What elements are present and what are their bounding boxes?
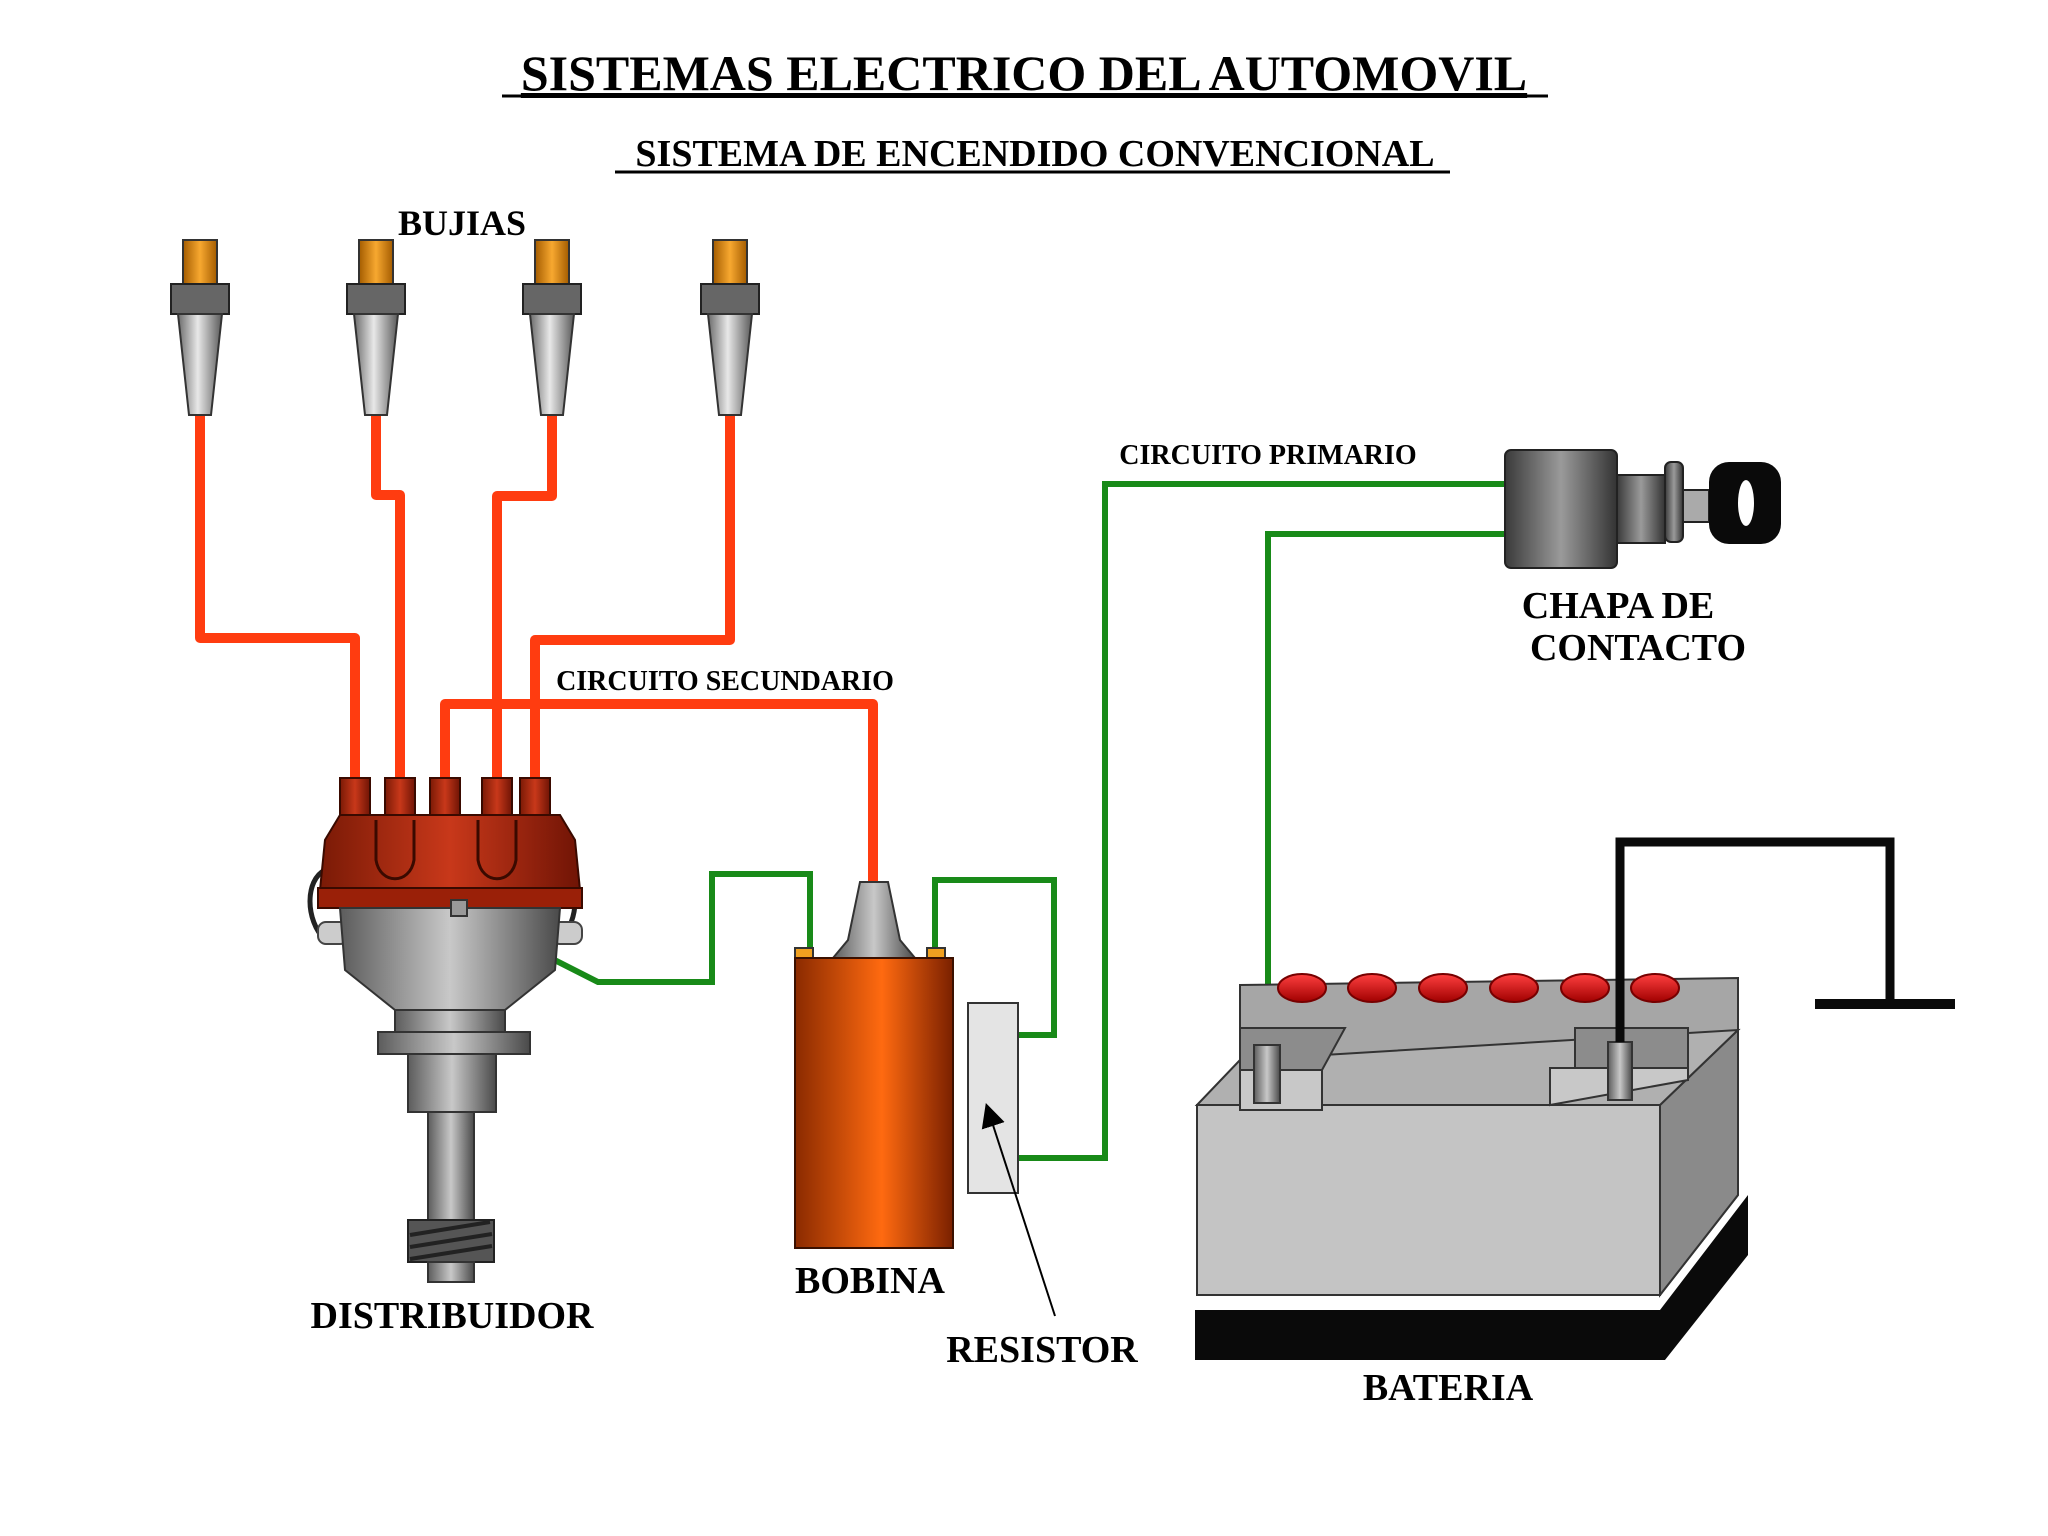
page-subtitle: SISTEMA DE ENCENDIDO CONVENCIONAL <box>635 133 1434 175</box>
label-resistor: RESISTOR <box>946 1329 1138 1371</box>
switch-to-battery-wire <box>1265 531 1505 1062</box>
plug-wire-1 <box>195 415 360 778</box>
distributor-icon <box>307 777 583 1283</box>
spark-plug-icon <box>170 239 230 416</box>
label-bujias: BUJIAS <box>398 203 526 243</box>
secondary-wires <box>195 415 878 882</box>
label-distribuidor: DISTRIBUIDOR <box>311 1295 595 1337</box>
battery-icon <box>1194 973 1748 1360</box>
page-title: SISTEMAS ELECTRICO DEL AUTOMOVIL <box>521 45 1527 101</box>
label-bateria: BATERIA <box>1363 1367 1534 1409</box>
resistor-icon <box>967 1002 1056 1317</box>
ignition-switch-icon <box>1504 449 1781 569</box>
label-chapa-de: CHAPA DE <box>1522 585 1714 627</box>
plug-wire-4 <box>530 415 735 778</box>
coil-to-resistor-wire <box>932 877 1057 1038</box>
plug-wire-2 <box>371 415 405 778</box>
spark-plug-icon <box>700 239 760 416</box>
primary-wires <box>458 481 1505 1161</box>
coil-high-tension-wire <box>440 699 878 882</box>
label-contacto: CONTACTO <box>1530 627 1746 669</box>
spark-plugs <box>170 239 760 416</box>
plug-wire-3 <box>492 415 557 778</box>
resistor-to-switch-wire <box>1018 481 1505 1161</box>
ignition-coil-icon <box>794 881 954 1249</box>
label-bobina: BOBINA <box>795 1260 945 1302</box>
spark-plug-icon <box>522 239 582 416</box>
spark-plug-icon <box>346 239 406 416</box>
label-circuito-secundario: CIRCUITO SECUNDARIO <box>556 666 894 697</box>
ground-symbol-icon <box>1615 837 1955 1042</box>
label-circuito-primario: CIRCUITO PRIMARIO <box>1119 440 1416 471</box>
distributor-to-coil-wire <box>458 871 813 985</box>
battery-cell-caps <box>1277 973 1680 1003</box>
